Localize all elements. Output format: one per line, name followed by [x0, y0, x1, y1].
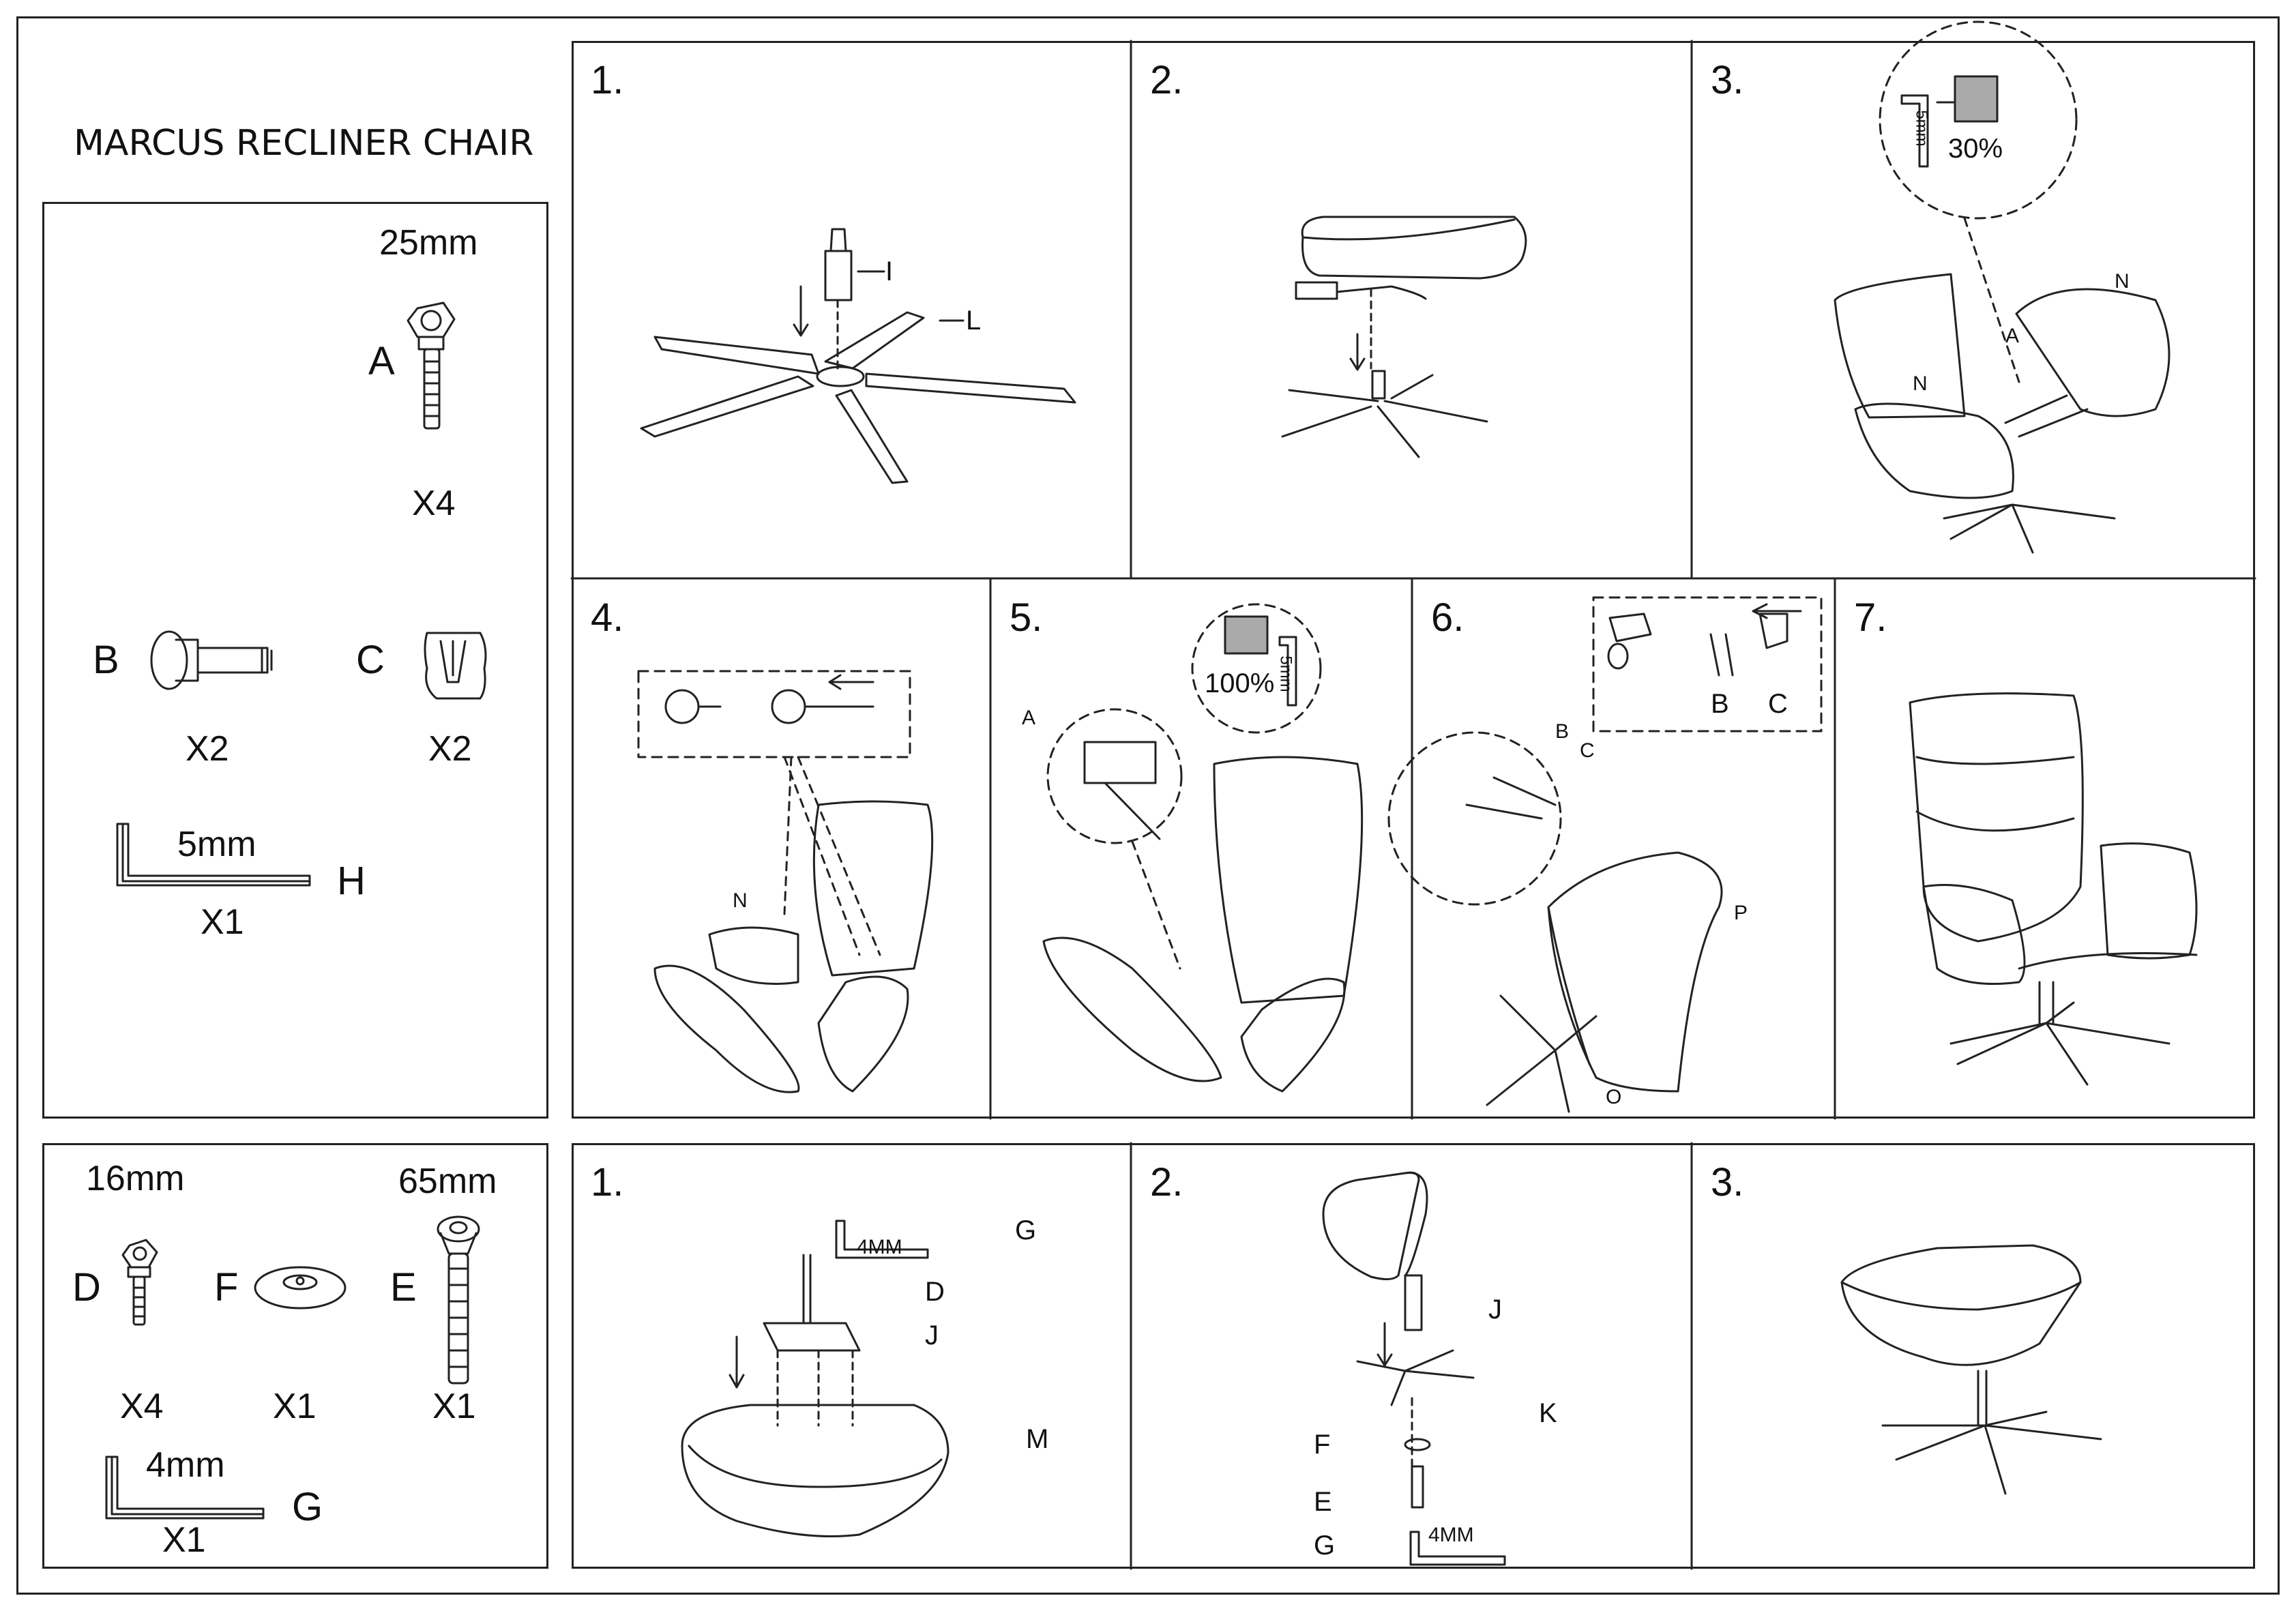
part-h-letter: H [337, 859, 366, 903]
part-f-letter: F [214, 1265, 239, 1310]
ottoman-step2-label-g: G [1314, 1531, 1336, 1561]
step3-detail-tool: 5mm [1912, 110, 1931, 147]
ottoman-step2-tool: 4MM [1428, 1524, 1474, 1546]
part-d-letter: D [72, 1265, 101, 1310]
ottoman-step1-label-j: J [925, 1320, 939, 1350]
part-e-size: 65mm [398, 1162, 497, 1201]
page-title: MARCUS RECLINER CHAIR [74, 123, 534, 164]
part-e-qty: X1 [432, 1387, 476, 1426]
step-3-number: 3. [1711, 58, 1744, 102]
part-b-pin-icon [151, 632, 271, 689]
part-f-qty: X1 [273, 1387, 317, 1426]
ottoman-step1-label-m: M [1026, 1424, 1049, 1454]
step-1-number: 1. [591, 58, 624, 102]
part-h-allen-key-icon [117, 824, 310, 885]
part-b-letter: B [93, 638, 119, 682]
chair-parts-box [42, 202, 548, 1119]
ottoman-step2-label-k: K [1539, 1398, 1557, 1428]
part-f-washer-icon [255, 1267, 345, 1308]
part-e-long-bolt-icon [438, 1217, 479, 1383]
step6-label-b-inset: B [1711, 689, 1729, 719]
step1-label-l: L [966, 306, 982, 336]
ottoman-step2-label-f: F [1314, 1430, 1331, 1460]
part-g-allen-key-icon [106, 1457, 263, 1518]
step3-detail-percent: 30% [1948, 134, 2003, 164]
step7-finished-chair-illustration [1910, 694, 2196, 1084]
part-g-size: 4mm [146, 1445, 225, 1485]
ottoman-step-1-number: 1. [591, 1160, 624, 1204]
part-e-letter: E [390, 1265, 417, 1310]
part-h-qty: X1 [201, 902, 244, 942]
step1-label-i: I [885, 256, 894, 286]
step4-illustration [638, 671, 932, 1092]
part-g-qty: X1 [162, 1520, 206, 1560]
step5-detail-tool: 5mm [1276, 655, 1295, 692]
ottoman-step1-tool: 4MM [857, 1236, 902, 1258]
step3-label-n-headrest: N [2115, 270, 2130, 293]
ottoman-step-2-number: 2. [1150, 1160, 1183, 1204]
part-d-bolt-icon [123, 1240, 157, 1325]
part-d-size: 16mm [86, 1159, 185, 1198]
part-a-bolt-icon [408, 303, 454, 428]
chair-steps-grid [572, 41, 2255, 1119]
step4-label-n: N [733, 889, 748, 912]
ottoman-step2-label-e: E [1314, 1487, 1332, 1517]
step5-label-a: A [1022, 707, 1036, 729]
ottoman-step2-illustration [1323, 1172, 1505, 1565]
part-c-letter: C [356, 638, 385, 682]
step5-detail-percent: 100% [1205, 668, 1275, 698]
part-d-qty: X4 [120, 1387, 164, 1426]
ottoman-step-3-number: 3. [1711, 1160, 1744, 1204]
step6-label-c-inset: C [1768, 689, 1788, 719]
part-b-qty: X2 [186, 729, 229, 769]
ottoman-step1-illustration [682, 1221, 948, 1537]
step2-seat-mount-illustration [1282, 217, 1526, 457]
step-6-number: 6. [1431, 595, 1465, 640]
part-c-qty: X2 [428, 729, 472, 769]
ottoman-step2-label-j: J [1488, 1295, 1502, 1325]
step-4-number: 4. [591, 595, 624, 640]
part-g-letter: G [292, 1485, 323, 1529]
step3-label-n-seat: N [1913, 372, 1928, 395]
step6-label-c-zoom: C [1580, 739, 1595, 762]
ottoman-parts-box [42, 1143, 548, 1569]
step6-illustration [1389, 597, 1821, 1112]
part-c-clip-icon [425, 633, 486, 698]
part-a-letter: A [368, 339, 395, 383]
ottoman-steps-grid [572, 1143, 2255, 1569]
part-a-size: 25mm [379, 223, 478, 263]
step-7-number: 7. [1854, 595, 1887, 640]
step6-label-o: O [1606, 1086, 1622, 1108]
step5-illustration [1044, 604, 1362, 1091]
step-5-number: 5. [1010, 595, 1043, 640]
step-2-number: 2. [1150, 58, 1183, 102]
ottoman-step1-label-g: G [1015, 1215, 1037, 1245]
part-h-size: 5mm [177, 825, 256, 864]
step3-label-a: A [2005, 325, 2020, 347]
part-a-qty: X4 [412, 484, 456, 523]
step3-back-attach-illustration [1835, 22, 2169, 552]
step6-label-b-zoom: B [1555, 720, 1570, 743]
outer-border [16, 16, 2280, 1595]
ottoman-step1-label-d: D [925, 1277, 945, 1307]
ottoman-step3-finished-illustration [1842, 1245, 2101, 1494]
step1-base-illustration [641, 229, 1075, 483]
step6-label-p: P [1734, 902, 1748, 924]
